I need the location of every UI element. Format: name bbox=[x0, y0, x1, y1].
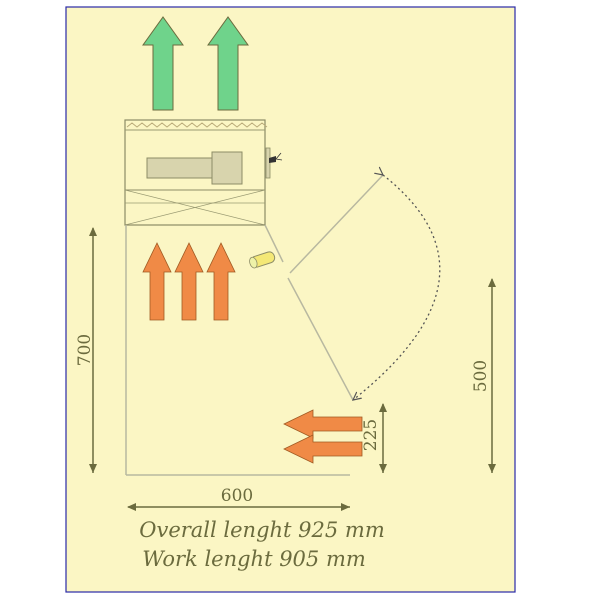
lamp-icon bbox=[249, 251, 276, 269]
gap-dimension-label: 225 bbox=[361, 419, 381, 451]
intake-arrow-2 bbox=[174, 242, 204, 321]
width-dimension-label: 600 bbox=[221, 486, 253, 506]
side-control bbox=[265, 147, 271, 179]
work-length-caption: Work lenght 905 mm bbox=[142, 547, 366, 571]
dimension-height: 700 bbox=[75, 227, 97, 473]
mesh-zigzag bbox=[126, 122, 268, 128]
opening-dimension-label: 500 bbox=[471, 360, 491, 392]
front-intake-arrow-1 bbox=[283, 409, 363, 439]
switch-ray-2 bbox=[275, 158, 283, 161]
intake-arrow-3 bbox=[206, 242, 236, 321]
intake-arrows-up bbox=[142, 242, 236, 321]
dimension-width: 600 bbox=[127, 486, 350, 511]
cabin-walls bbox=[125, 174, 384, 476]
motor-body bbox=[146, 157, 213, 179]
exhaust-arrow-left bbox=[142, 16, 184, 111]
exhaust-arrow-right bbox=[207, 16, 249, 111]
switch-ray-1 bbox=[275, 152, 282, 160]
overall-length-caption: Overall lenght 925 mm bbox=[139, 518, 385, 542]
front-intake-arrow-2 bbox=[283, 434, 363, 464]
drawing-frame bbox=[65, 6, 516, 593]
dimension-opening: 500 bbox=[471, 278, 496, 473]
dimension-gap: 225 bbox=[361, 403, 387, 473]
intake-arrow-1 bbox=[142, 242, 172, 321]
fan-filter-unit bbox=[124, 119, 283, 226]
front-wall-upper bbox=[264, 224, 284, 263]
switch-icon bbox=[269, 156, 276, 163]
sash-open-position bbox=[287, 277, 354, 401]
exhaust-arrows bbox=[142, 16, 249, 111]
sash-swing-arc bbox=[353, 175, 441, 400]
height-dimension-label: 700 bbox=[75, 334, 95, 366]
motor-head bbox=[211, 151, 243, 185]
filter-cross-2 bbox=[124, 189, 266, 226]
intake-arrows-left bbox=[283, 409, 363, 464]
